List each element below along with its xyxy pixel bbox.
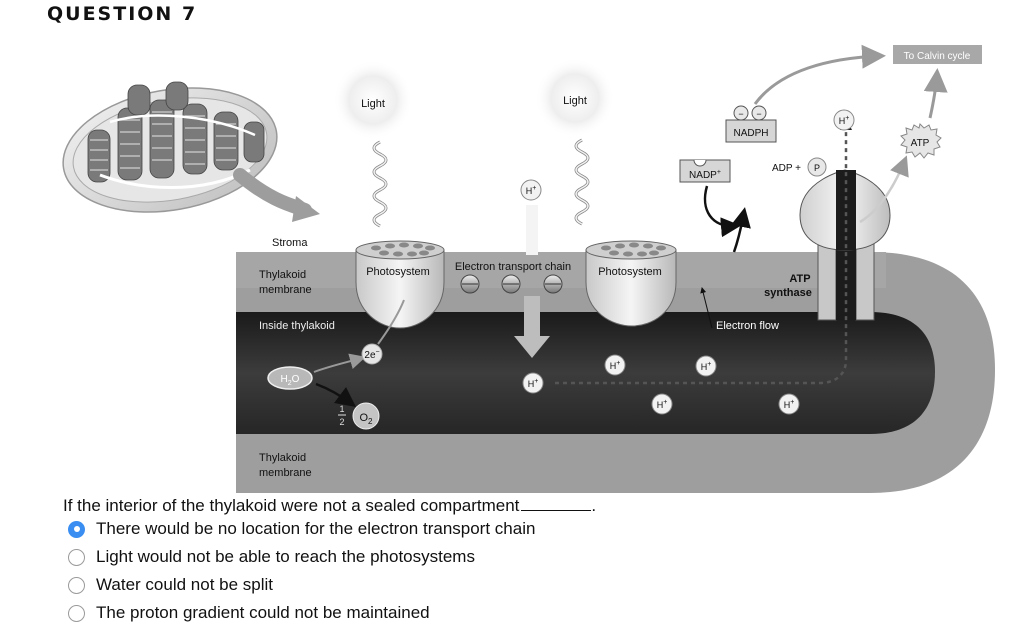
svg-text:−: − [738, 109, 743, 119]
calvin-arrow [753, 44, 886, 105]
thylakoid-membrane-label-bottom-2: membrane [259, 467, 312, 479]
svg-text:O2: O2 [359, 412, 373, 426]
inside-thylakoid-label: Inside thylakoid [259, 320, 335, 332]
h-ion-interior-2: H+ [604, 354, 626, 376]
svg-text:ADP +: ADP + [772, 163, 801, 174]
answer-option-3[interactable]: Water could not be split [68, 571, 535, 599]
question-prompt-end: . [591, 496, 597, 515]
svg-text:Electron flow: Electron flow [716, 320, 779, 332]
svg-text:NADP+: NADP+ [689, 169, 721, 181]
light-source-1: Light [333, 60, 413, 228]
thylakoid-membrane-label-bottom: Thylakoid [259, 452, 306, 464]
svg-text:Light: Light [563, 95, 587, 107]
photosystem-2: Photosystem [585, 240, 677, 327]
nadp-reduction: NADP+ NADPH − − [679, 105, 777, 253]
chloroplast-illustration [62, 81, 320, 222]
to-calvin-cycle-box: To Calvin cycle [893, 45, 982, 64]
answer-options: There would be no location for the elect… [68, 515, 535, 627]
svg-text:2e−: 2e− [364, 349, 379, 361]
adp-p: ADP + P [772, 157, 827, 177]
proton-ions: H+ H+ H+ H+ H+ H+ H+ [520, 109, 855, 415]
h-ion-top-right: H+ [833, 109, 855, 131]
svg-text:Light: Light [361, 98, 385, 110]
svg-text:H+: H+ [610, 360, 621, 371]
proton-pump-arrow [514, 205, 550, 358]
answer-option-label: Water could not be split [96, 575, 274, 594]
svg-text:Photosystem: Photosystem [366, 266, 430, 278]
svg-text:synthase: synthase [764, 287, 812, 299]
atp-product: ATP [859, 68, 948, 224]
svg-text:H+: H+ [839, 115, 850, 126]
thylakoid-diagram: Stroma Thylakoid membrane Inside thylako… [62, 44, 995, 493]
answer-option-label: Light would not be able to reach the pho… [96, 547, 475, 566]
answer-option-label: The proton gradient could not be maintai… [96, 603, 430, 622]
electron-transport-chain: Electron transport chain [455, 261, 571, 294]
electron-flow: Electron flow [700, 287, 779, 332]
svg-text:ATP: ATP [911, 138, 930, 149]
photosystem-1: Photosystem [355, 240, 445, 329]
svg-text:H2O: H2O [281, 374, 300, 387]
answer-option-2[interactable]: Light would not be able to reach the pho… [68, 543, 535, 571]
svg-text:H+: H+ [528, 378, 539, 389]
h-ion-interior-3: H+ [651, 393, 673, 415]
question-title: QUESTION 7 [47, 3, 198, 25]
svg-text:NADPH: NADPH [733, 128, 768, 139]
svg-text:2: 2 [339, 417, 344, 427]
svg-text:P: P [814, 163, 820, 173]
answer-option-label: There would be no location for the elect… [96, 519, 536, 538]
radio-button[interactable] [68, 548, 85, 566]
svg-text:1: 1 [339, 404, 344, 414]
stroma-label: Stroma [272, 237, 308, 249]
svg-text:H+: H+ [784, 399, 795, 410]
radio-button[interactable] [68, 576, 85, 594]
svg-text:H+: H+ [701, 361, 712, 372]
svg-text:ATP: ATP [789, 273, 810, 285]
svg-text:Electron transport chain: Electron transport chain [455, 261, 571, 273]
answer-blank [521, 496, 592, 511]
h-ion-interior-5: H+ [778, 393, 800, 415]
h-ion-interior-4: H+ [695, 355, 717, 377]
thylakoid-membrane-label-top: Thylakoid [259, 269, 306, 281]
thylakoid-membrane-label-top-2: membrane [259, 284, 312, 296]
answer-option-4[interactable]: The proton gradient could not be maintai… [68, 599, 535, 627]
question-prompt-text: If the interior of the thylakoid were no… [63, 496, 520, 515]
light-source-2: Light [535, 58, 615, 226]
radio-button[interactable] [68, 604, 85, 622]
atp-synthase: ATP synthase [764, 169, 891, 321]
svg-text:H+: H+ [526, 185, 537, 196]
h-ion-interior-1: H+ [522, 372, 544, 394]
question-prompt: If the interior of the thylakoid were no… [63, 496, 596, 516]
answer-option-1[interactable]: There would be no location for the elect… [68, 515, 535, 543]
water-splitting: H2O 2e− 1 2 O2 [267, 299, 405, 430]
proton-flow-path [555, 120, 848, 385]
svg-text:To Calvin cycle: To Calvin cycle [904, 51, 971, 62]
svg-text:Photosystem: Photosystem [598, 266, 662, 278]
radio-button-selected[interactable] [68, 520, 85, 538]
svg-text:−: − [756, 109, 761, 119]
h-ion-stroma: H+ [520, 179, 542, 201]
svg-text:H+: H+ [657, 399, 668, 410]
